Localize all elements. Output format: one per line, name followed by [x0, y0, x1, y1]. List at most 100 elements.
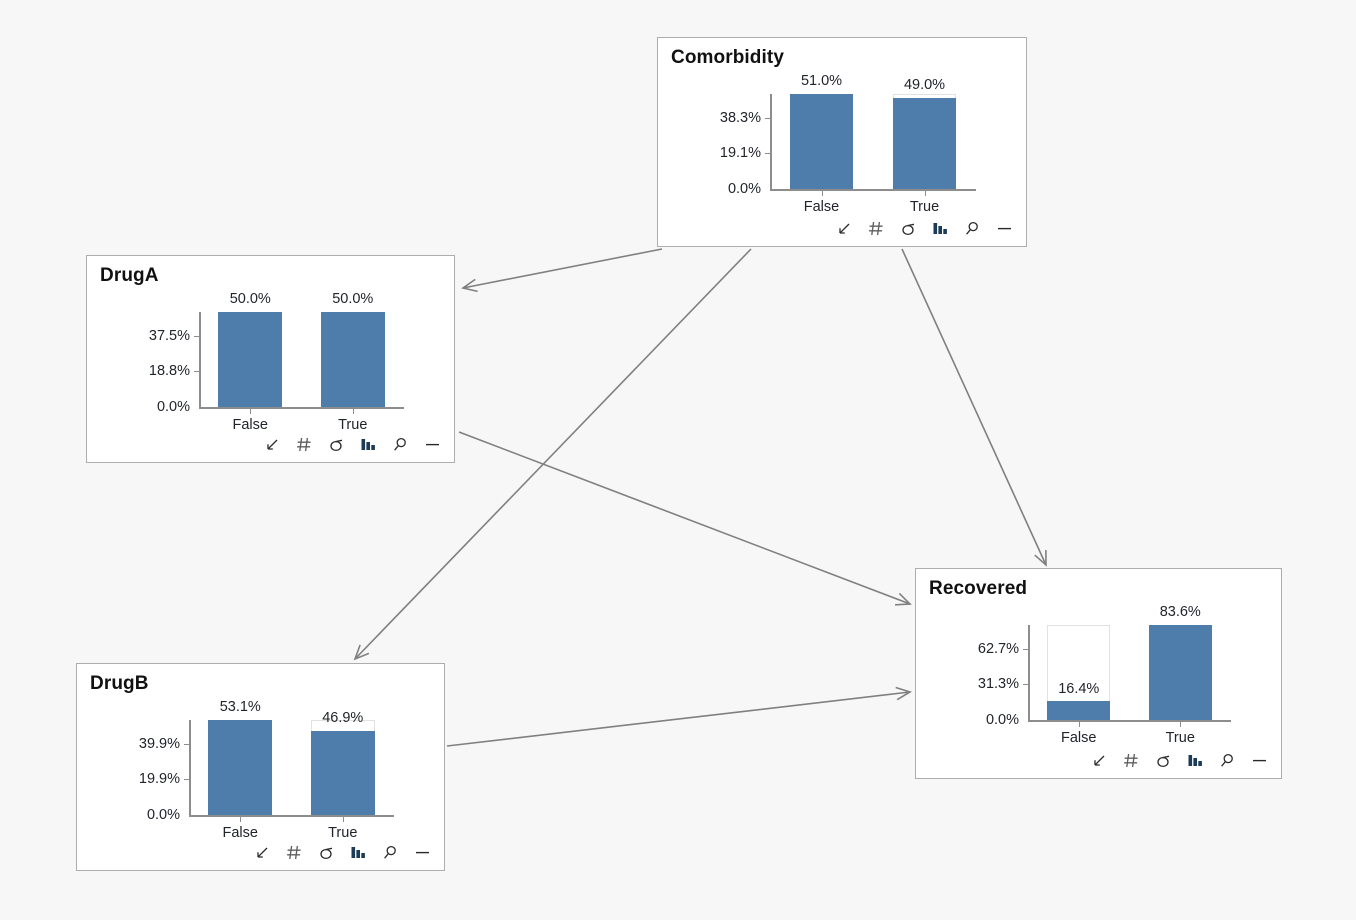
y-tick-label: 0.0% — [985, 712, 1019, 728]
search-icon[interactable] — [381, 843, 400, 862]
x-tick-mark — [250, 409, 252, 414]
y-tick-mark — [765, 117, 770, 119]
y-tick-label: 0.0% — [156, 399, 190, 415]
x-axis-line — [770, 189, 976, 191]
y-tick-mark — [1023, 648, 1028, 650]
y-tick-mark — [194, 371, 199, 373]
bar-chart: 37.5% 18.8% 0.0% 50.0% False 50.0% True — [87, 256, 456, 464]
y-tick-label: 18.8% — [148, 363, 190, 380]
grid-icon[interactable] — [285, 843, 304, 862]
y-tick-mark — [765, 153, 770, 155]
bar-true[interactable] — [892, 97, 957, 189]
bar-false[interactable] — [789, 94, 854, 189]
node-drugb[interactable]: DrugB 39.9% 19.9% 0.0% 53.1% False 46.9% True — [76, 663, 445, 871]
node-title: DrugA — [100, 265, 159, 286]
bar-false[interactable] — [208, 720, 273, 815]
search-icon[interactable] — [963, 219, 982, 238]
bar-value-label: 50.0% — [229, 291, 271, 307]
y-tick-mark — [1023, 684, 1028, 686]
node-title: Recovered — [929, 578, 1028, 599]
y-tick-label: 19.9% — [138, 771, 180, 788]
bar-value-label: 53.1% — [219, 699, 261, 715]
bar-true[interactable] — [320, 312, 385, 407]
grid-icon[interactable] — [867, 219, 886, 238]
edge-druga-to-recovered — [458, 431, 912, 606]
x-tick-mark — [342, 817, 344, 822]
sigma-icon[interactable] — [899, 219, 918, 238]
y-axis-line — [199, 312, 201, 408]
x-tick-mark — [1078, 722, 1080, 727]
node-title: DrugB — [90, 673, 149, 694]
y-tick-mark — [194, 335, 199, 337]
x-tick-mark — [821, 191, 823, 196]
node-toolbar — [835, 219, 1014, 238]
y-tick-label: 31.3% — [977, 676, 1019, 693]
edge-drugb-to-recovered — [446, 686, 912, 747]
x-tick-label: True — [338, 417, 368, 433]
bar-false[interactable] — [1047, 701, 1111, 720]
bar-chart-icon[interactable] — [349, 843, 368, 862]
collapse-arrow-icon[interactable] — [263, 435, 282, 454]
minus-icon[interactable] — [423, 435, 442, 454]
collapse-arrow-icon[interactable] — [835, 219, 854, 238]
grid-icon[interactable] — [295, 435, 314, 454]
bar-chart-icon[interactable] — [1186, 751, 1205, 770]
minus-icon[interactable] — [413, 843, 432, 862]
x-tick-mark — [240, 817, 242, 822]
sigma-icon[interactable] — [317, 843, 336, 862]
x-axis-line — [1028, 720, 1231, 722]
bar-value-label: 51.0% — [800, 73, 843, 89]
bar-value-label: 16.4% — [1058, 681, 1100, 698]
node-toolbar — [263, 435, 442, 454]
x-tick-label: False — [1061, 730, 1097, 746]
x-tick-label: False — [222, 825, 258, 841]
bar-value-label: 83.6% — [1159, 604, 1201, 620]
minus-icon[interactable] — [995, 219, 1014, 238]
node-toolbar — [253, 843, 432, 862]
y-tick-label: 37.5% — [148, 327, 190, 344]
search-icon[interactable] — [391, 435, 410, 454]
y-tick-label: 39.9% — [138, 735, 180, 752]
x-tick-label: False — [232, 417, 268, 433]
sigma-icon[interactable] — [327, 435, 346, 454]
x-tick-label: True — [328, 825, 358, 841]
bar-value-label: 50.0% — [332, 291, 374, 307]
sigma-icon[interactable] — [1154, 751, 1173, 770]
x-tick-mark — [352, 409, 354, 414]
bar-true[interactable] — [1148, 625, 1212, 720]
collapse-arrow-icon[interactable] — [253, 843, 272, 862]
y-axis-line — [770, 94, 772, 190]
y-tick-label: 0.0% — [146, 807, 180, 823]
minus-icon[interactable] — [1250, 751, 1269, 770]
edge-comorbidity-to-recovered — [901, 248, 1047, 567]
grid-icon[interactable] — [1122, 751, 1141, 770]
node-toolbar — [1090, 751, 1269, 770]
y-tick-label: 62.7% — [977, 640, 1019, 657]
x-tick-label: True — [909, 199, 940, 215]
node-recovered[interactable]: Recovered 62.7% 31.3% 0.0% 16.4% False 83.6% Tr… — [915, 568, 1282, 779]
y-axis-line — [1028, 625, 1030, 721]
bar-false[interactable] — [218, 312, 283, 407]
y-tick-label: 38.3% — [719, 109, 761, 126]
bar-chart: 39.9% 19.9% 0.0% 53.1% False 46.9% True — [77, 664, 446, 872]
bar-chart-icon[interactable] — [931, 219, 950, 238]
y-tick-mark — [184, 743, 189, 745]
y-tick-label: 0.0% — [727, 181, 761, 197]
node-druga[interactable]: DrugA 37.5% 18.8% 0.0% 50.0% False 50.0% True — [86, 255, 455, 463]
y-axis-line — [189, 720, 191, 816]
edge-comorbidity-to-druga — [461, 248, 663, 293]
x-tick-mark — [1180, 722, 1182, 727]
collapse-arrow-icon[interactable] — [1090, 751, 1109, 770]
bar-value-label: 46.9% — [322, 710, 364, 727]
search-icon[interactable] — [1218, 751, 1237, 770]
x-tick-label: True — [1165, 730, 1195, 746]
x-tick-mark — [924, 191, 926, 196]
y-tick-mark — [184, 779, 189, 781]
x-axis-line — [199, 407, 404, 409]
bar-chart: 62.7% 31.3% 0.0% 16.4% False 83.6% True — [916, 569, 1283, 780]
bar-true[interactable] — [310, 731, 375, 815]
x-axis-line — [189, 815, 394, 817]
bar-chart-icon[interactable] — [359, 435, 378, 454]
